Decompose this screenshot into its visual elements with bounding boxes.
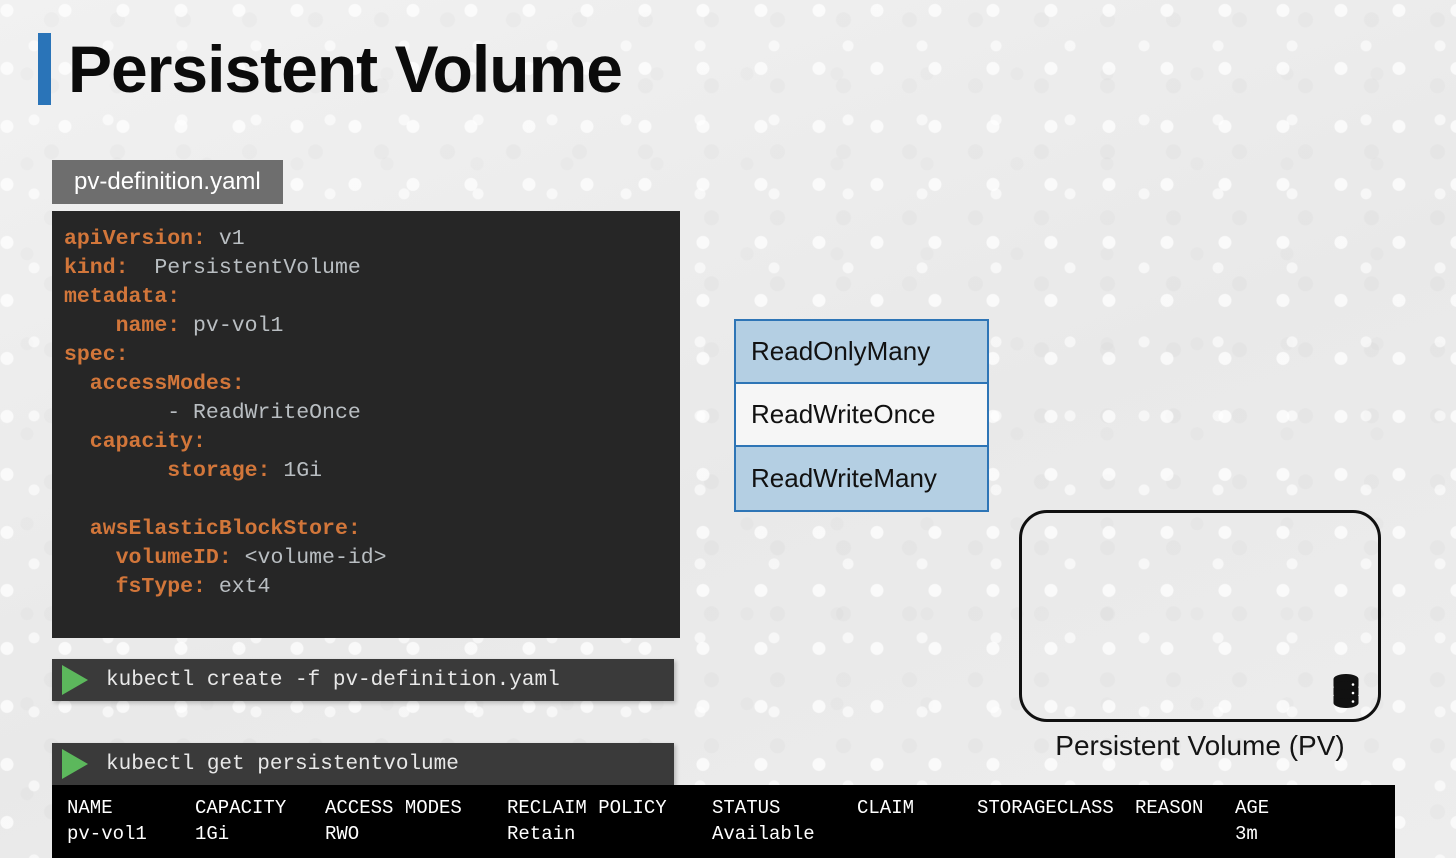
table-row: pv-vol1 1Gi RWO Retain Available 3m — [67, 821, 1395, 847]
code-key: name: — [64, 314, 181, 338]
code-value: 1Gi — [270, 459, 323, 483]
play-icon — [62, 749, 88, 779]
code-value: PersistentVolume — [128, 256, 361, 280]
table-header-cell: RECLAIM POLICY — [507, 797, 667, 819]
table-header-cell: STATUS — [712, 797, 781, 819]
table-header-cell: ACCESS MODES — [325, 797, 462, 819]
command-bar-create[interactable]: kubectl create -f pv-definition.yaml — [52, 659, 674, 701]
code-line: capacity: — [64, 428, 680, 457]
page-title: Persistent Volume — [68, 32, 623, 106]
table-cell — [1135, 821, 1235, 847]
access-mode-item[interactable]: ReadWriteOnce — [736, 384, 987, 447]
table-cell: RWO — [325, 823, 360, 845]
table-cell: Retain — [507, 823, 576, 845]
code-line: accessModes: — [64, 370, 680, 399]
command-text-get: kubectl get persistentvolume — [106, 752, 459, 776]
table-header-cell: CLAIM — [857, 797, 915, 819]
code-filename-label: pv-definition.yaml — [74, 168, 261, 195]
access-mode-item[interactable]: ReadOnlyMany — [736, 321, 987, 384]
table-header-cell: REASON — [1135, 797, 1204, 819]
access-mode-label: ReadWriteMany — [751, 463, 937, 493]
table-header-cell: CAPACITY — [195, 797, 287, 819]
table-header-cell: NAME — [67, 797, 113, 819]
title-accent-bar — [38, 33, 51, 105]
table-header-cell: STORAGECLASS — [977, 797, 1114, 819]
code-line: name: pv-vol1 — [64, 312, 680, 341]
page-title-row: Persistent Volume — [38, 32, 623, 106]
code-value — [64, 488, 77, 512]
code-key: capacity: — [64, 430, 206, 454]
code-line — [64, 486, 680, 515]
kubectl-output-table: NAME CAPACITY ACCESS MODES RECLAIM POLICY ST… — [52, 785, 1395, 858]
code-line: kind: PersistentVolume — [64, 254, 680, 283]
code-line: storage: 1Gi — [64, 457, 680, 486]
code-key: apiVersion: — [64, 227, 206, 251]
persistent-volume-shape — [1019, 510, 1381, 722]
table-cell — [857, 821, 977, 847]
play-icon — [62, 665, 88, 695]
table-cell: 3m — [1235, 823, 1258, 845]
code-line: spec: — [64, 341, 680, 370]
access-mode-label: ReadWriteOnce — [751, 399, 936, 429]
code-key: accessModes: — [64, 372, 245, 396]
table-cell: Available — [712, 823, 815, 845]
code-value: ext4 — [205, 575, 271, 599]
code-value: <volume-id> — [231, 546, 387, 570]
command-text-create: kubectl create -f pv-definition.yaml — [106, 668, 560, 692]
code-line: - ReadWriteOnce — [64, 399, 680, 428]
table-cell — [977, 821, 1135, 847]
table-header-cell: AGE — [1235, 797, 1270, 819]
code-key: storage: — [64, 459, 271, 483]
table-cell: pv-vol1 — [67, 823, 147, 845]
code-key: fsType: — [64, 575, 206, 599]
persistent-volume-caption: Persistent Volume (PV) — [1055, 730, 1345, 761]
code-value: - ReadWriteOnce — [64, 401, 361, 425]
code-line: fsType: ext4 — [64, 573, 680, 602]
code-line: apiVersion: v1 — [64, 225, 680, 254]
access-mode-label: ReadOnlyMany — [751, 336, 931, 366]
code-key: awsElasticBlockStore: — [64, 517, 361, 541]
code-line: metadata: — [64, 283, 680, 312]
table-cell: 1Gi — [195, 823, 230, 845]
code-value: v1 — [205, 227, 245, 251]
code-filename-tab: pv-definition.yaml — [52, 160, 283, 204]
code-key: volumeID: — [64, 546, 232, 570]
code-line: awsElasticBlockStore: — [64, 515, 680, 544]
access-mode-item[interactable]: ReadWriteMany — [736, 447, 987, 510]
table-header-row: NAME CAPACITY ACCESS MODES RECLAIM POLICY ST… — [67, 795, 1395, 821]
code-line: volumeID: <volume-id> — [64, 544, 680, 573]
code-key: spec: — [64, 343, 129, 367]
code-key: kind: — [64, 256, 129, 280]
database-icon — [1333, 674, 1359, 708]
command-bar-get[interactable]: kubectl get persistentvolume — [52, 743, 674, 785]
code-key: metadata: — [64, 285, 181, 309]
code-value: pv-vol1 — [180, 314, 284, 338]
